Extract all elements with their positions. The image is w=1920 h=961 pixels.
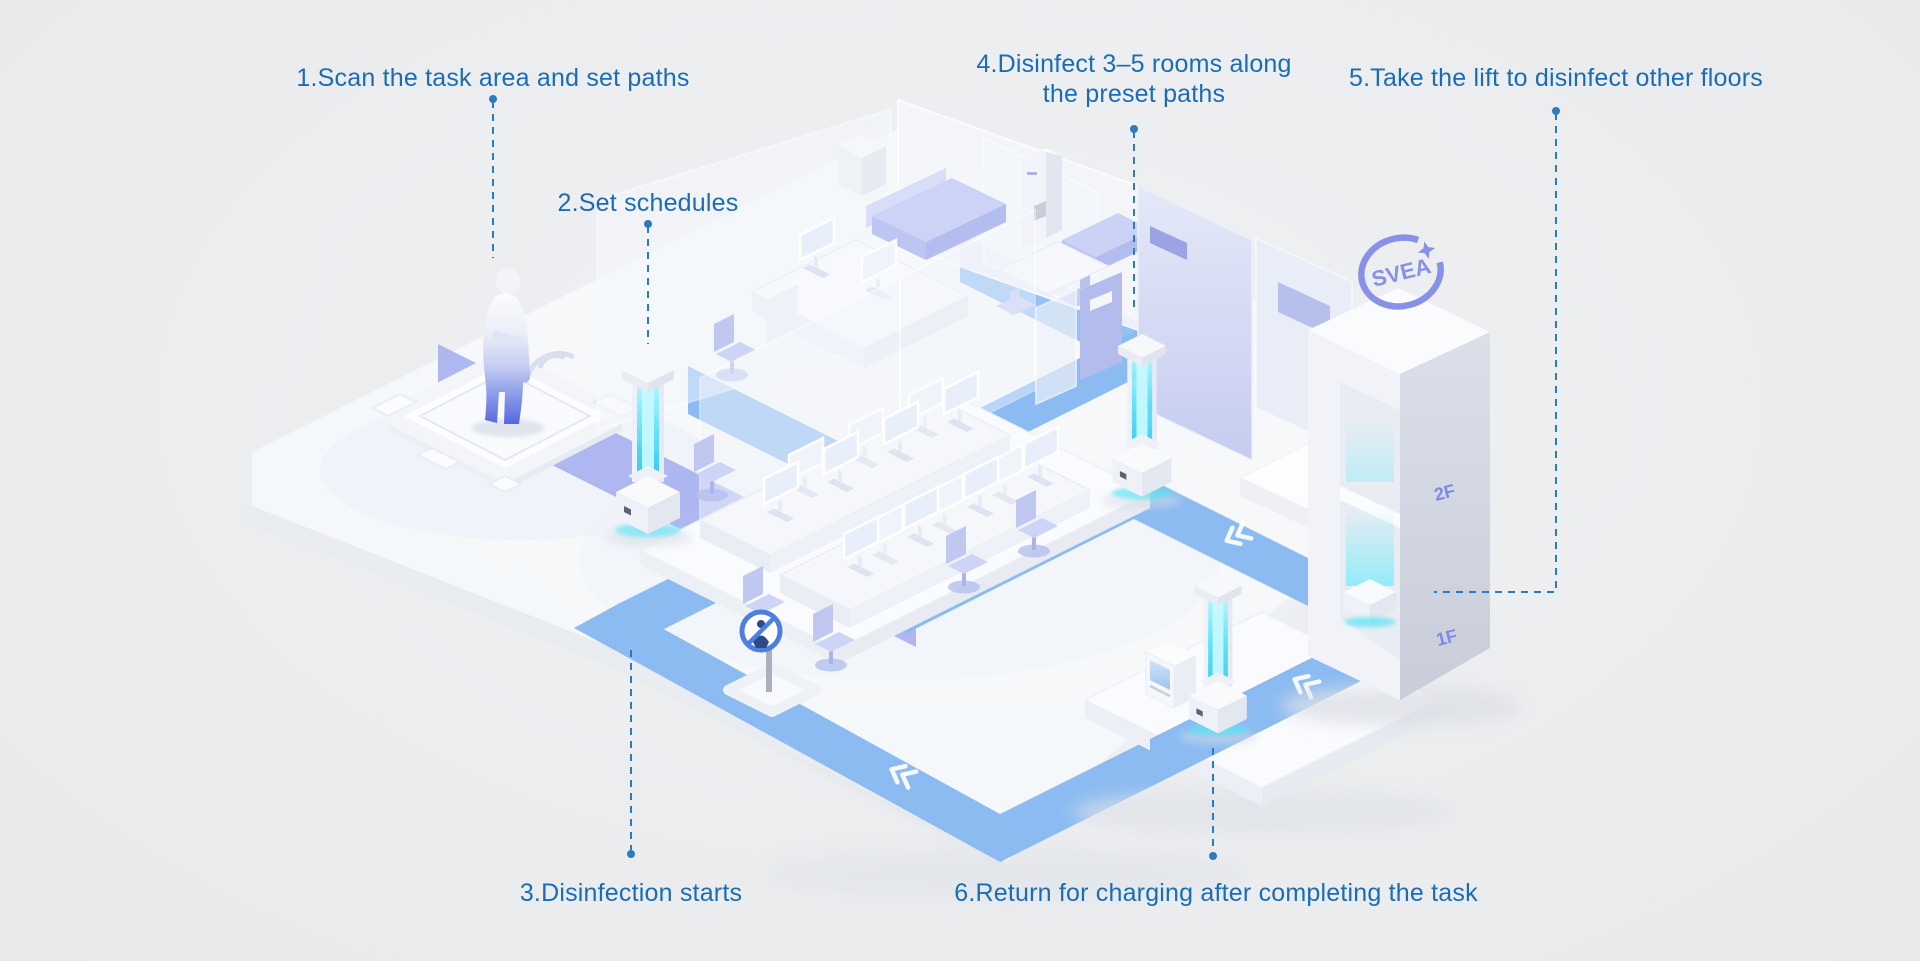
water-dispenser — [1022, 148, 1062, 248]
door-sidelight — [1035, 288, 1077, 406]
charging-station — [1145, 641, 1196, 709]
charging-station-screen — [1150, 660, 1170, 690]
path-segment-to-lift — [1134, 471, 1340, 622]
person-operator — [483, 268, 531, 424]
meeting-room-walls — [1035, 184, 1353, 462]
leader-line-5 — [1434, 113, 1557, 593]
step-label-3: 3.Disinfection starts — [519, 879, 743, 907]
leader-dot-2 — [644, 220, 652, 228]
stool — [996, 296, 1036, 315]
sparkle-icon — [1417, 241, 1436, 259]
desk-platform-edge — [640, 550, 838, 664]
disinfection-robot-4-in-lift — [1344, 579, 1396, 627]
leader-dot-1 — [489, 95, 497, 103]
lift-right-face — [1400, 332, 1490, 700]
step-label-6: 6.Return for charging after completing t… — [954, 879, 1478, 907]
open-door — [1080, 272, 1122, 380]
platform-tab — [415, 446, 463, 471]
wall-with-tv — [1137, 184, 1253, 462]
path-corner — [574, 604, 618, 652]
platform-tab — [369, 392, 419, 418]
tv-screen — [1150, 226, 1187, 260]
floor-label-1f: 1F — [1434, 625, 1459, 649]
leader-dot-6 — [1209, 852, 1217, 860]
no-entry-icon — [739, 609, 783, 653]
floor-front-edge — [252, 506, 1005, 862]
floor-label-2f: 2F — [1432, 480, 1457, 504]
lounge-room — [866, 136, 1152, 318]
desk-platform-edge — [838, 493, 1150, 664]
path-segment — [618, 604, 1000, 862]
leader-dot-4 — [1130, 125, 1138, 133]
workstation-cluster — [638, 370, 1152, 672]
cabinet — [838, 134, 886, 196]
lift-shadow — [1280, 686, 1520, 726]
step-label-1: 1.Scan the task area and set paths — [296, 64, 690, 92]
step-label-5: 5.Take the lift to disinfect other floor… — [1349, 64, 1763, 92]
platform-tab — [486, 474, 524, 494]
sofa — [866, 168, 1006, 260]
lift: SVEA 2F 1F — [1280, 234, 1520, 726]
step-label-2: 2.Set schedules — [557, 189, 739, 217]
step-label-4-line-2: the preset paths — [1042, 80, 1226, 108]
lift-opening — [1340, 382, 1400, 660]
leader-dot-3 — [627, 850, 635, 858]
leader-lines — [489, 95, 1560, 860]
no-pedestrian-sign — [723, 609, 821, 717]
leader-dot-5 — [1552, 107, 1560, 115]
lift-logo-text: SVEA — [1369, 253, 1433, 292]
floor-front-shadow — [768, 848, 1248, 900]
step-label-4-line-1: 4.Disinfect 3–5 rooms along — [976, 50, 1292, 78]
charging-platform-edge — [1262, 700, 1438, 806]
wall-screen — [1278, 282, 1330, 336]
sign-pole — [766, 648, 772, 692]
person-shadow — [472, 419, 544, 437]
step-label-4: 4.Disinfect 3–5 rooms along the preset p… — [976, 49, 1291, 109]
lift-top-face — [1308, 288, 1490, 374]
